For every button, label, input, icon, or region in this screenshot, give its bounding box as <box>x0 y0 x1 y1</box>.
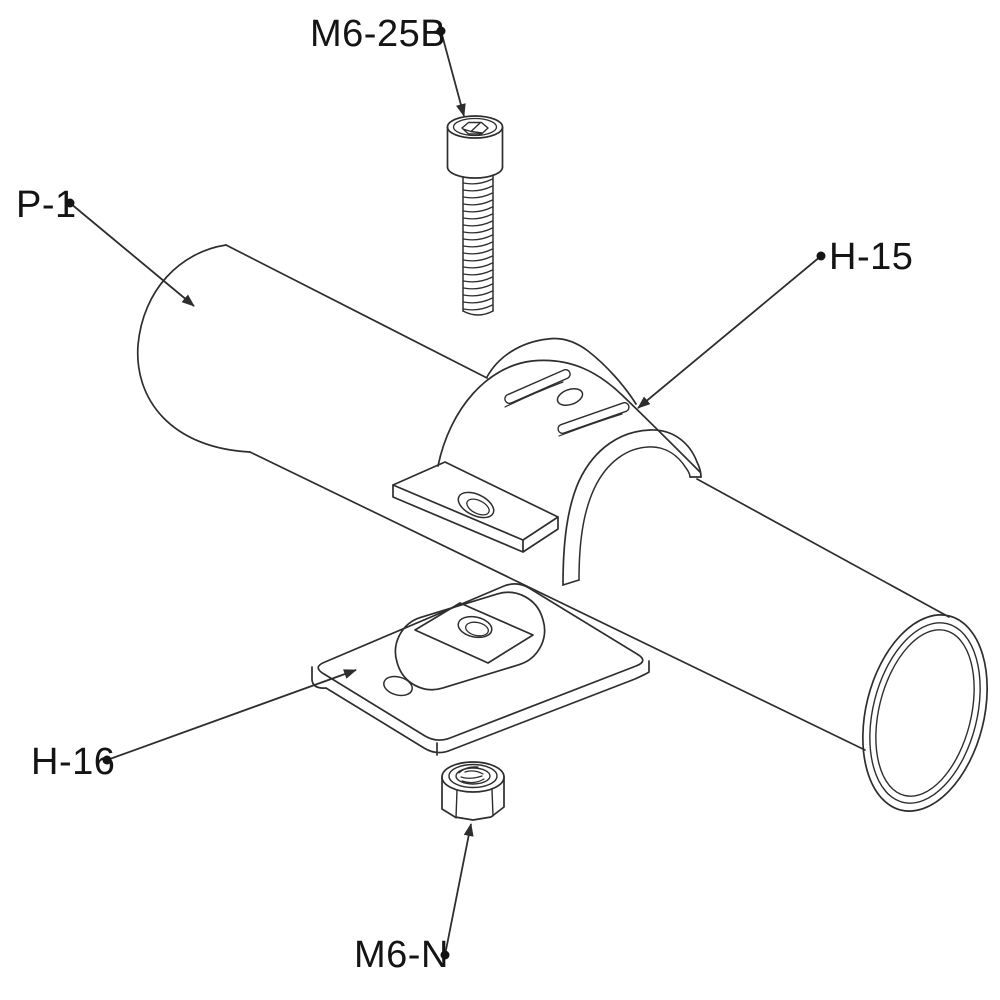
clamp-arch-outer <box>562 429 702 586</box>
leader-line-pipe <box>69 202 195 307</box>
leader-dot-nut <box>440 950 450 960</box>
pipe-end-outer-ring <box>862 614 988 812</box>
nut-facet-edges <box>455 788 494 819</box>
pipe-end-inner-ring <box>875 629 975 797</box>
clamp-slot-1-shadow <box>504 381 564 408</box>
label-pipe: P-1 <box>16 184 77 226</box>
clamp-saddle-near-edge <box>437 359 701 473</box>
callout-nut: M6-N <box>354 823 474 976</box>
leader-line-screw <box>440 30 466 117</box>
pipe <box>136 244 988 812</box>
leader-line-clamp <box>637 255 822 409</box>
pipe-top-edge-right <box>696 478 950 618</box>
socket-head-cap-screw <box>446 115 504 316</box>
leader-dot-clamp <box>816 251 826 261</box>
plate-boss-hole <box>457 615 493 639</box>
clamp-flange-hole-inner <box>466 498 490 516</box>
clamp-slot-2-shadow <box>558 413 623 437</box>
screw-shank-sides <box>462 174 494 312</box>
screw-tip <box>462 310 494 316</box>
nut-thread-bore <box>455 767 491 785</box>
plate-boss-top-face <box>414 602 534 664</box>
clamp-saddle-far-edge <box>486 337 637 405</box>
clamp-slot-2 <box>557 402 630 434</box>
clamp-flange-thickness <box>392 484 559 553</box>
pipe-left-cap <box>136 244 251 453</box>
plate-small-hole <box>383 675 413 697</box>
plate-boss-outline <box>394 591 546 691</box>
label-clamp: H-15 <box>829 236 913 278</box>
clamp-flange-hole <box>457 491 495 519</box>
callout-pipe: P-1 <box>16 184 195 307</box>
screw-hex-socket-icon <box>461 121 489 135</box>
callout-base-plate: H-16 <box>31 669 357 783</box>
clamp-arch-foot <box>562 579 580 586</box>
plate-top-face <box>317 583 644 741</box>
screw-threads <box>462 178 494 311</box>
clamp-slot-1 <box>504 368 571 405</box>
pipe-end-middle-ring <box>869 622 981 804</box>
nut-collar-ring <box>448 763 498 789</box>
hex-nut <box>441 761 505 821</box>
label-screw: M6-25B <box>310 13 446 55</box>
label-plate: H-16 <box>31 741 115 783</box>
clamp-base-plate <box>311 583 650 756</box>
screw-head-bottom <box>446 166 504 179</box>
clamp-arch-inner <box>578 446 691 581</box>
drawing-lines <box>136 115 988 821</box>
pipe-bottom-edge <box>249 451 866 751</box>
callout-clamp-top: H-15 <box>637 236 913 409</box>
nut-body <box>441 776 505 821</box>
plate-boss-hole-inner <box>465 621 489 637</box>
screw-head-side <box>446 126 504 168</box>
leader-dot-plate <box>102 755 112 765</box>
pipe-top-edge <box>225 244 488 379</box>
nut-thread-spiral <box>458 766 485 784</box>
clamp-center-hole <box>556 387 584 407</box>
screw-head-chamfer <box>452 117 498 137</box>
label-nut: M6-N <box>354 934 449 976</box>
callouts: M6-25B P-1 H-15 H-16 M6-N <box>16 13 913 976</box>
clamp-top-half <box>392 337 702 586</box>
leader-line-plate <box>106 669 357 761</box>
leader-line-nut <box>444 823 474 956</box>
callout-screw: M6-25B <box>310 13 466 117</box>
leader-dot-pipe <box>65 198 75 208</box>
leader-dot-screw <box>436 26 446 36</box>
